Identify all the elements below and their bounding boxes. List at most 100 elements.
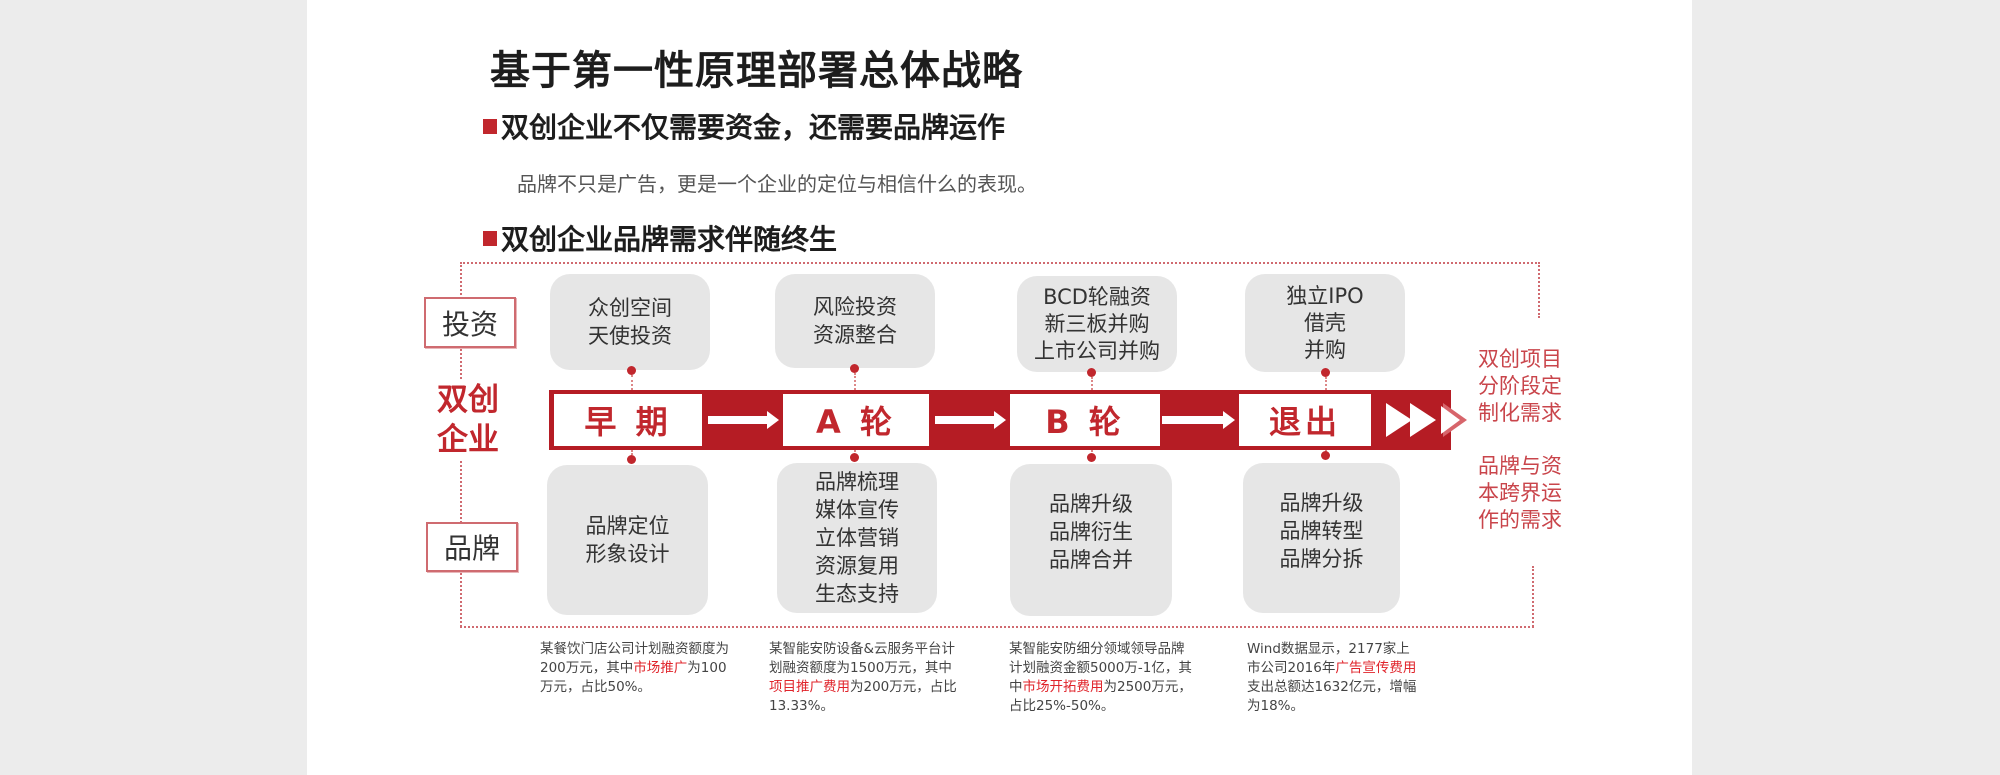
connector-dot: [1087, 453, 1096, 462]
invest-box-exit: 独立IPO 借壳 并购: [1245, 274, 1405, 372]
section-body-text: 品牌不只是广告，更是一个企业的定位与相信什么的表现。: [517, 172, 1037, 196]
brand-box-b-round: 品牌升级 品牌衍生 品牌合并: [1010, 464, 1172, 616]
invest-box-line: 并购: [1304, 337, 1346, 362]
brand-box-line: 品牌合并: [1049, 548, 1133, 572]
invest-box-line: BCD轮融资: [1043, 284, 1151, 309]
note-line: 品牌与资: [1478, 454, 1562, 478]
arrow-right-icon: [1162, 416, 1224, 424]
arrow-head-icon: [767, 411, 779, 429]
brand-box-line: 品牌升级: [1049, 492, 1133, 516]
frame-border-bottom: [460, 626, 1534, 628]
connector-dot: [850, 364, 859, 373]
arrow-head-icon: [994, 411, 1006, 429]
footnote-text: 为100万元，占比50%。: [540, 660, 727, 695]
connector-stem: [1091, 377, 1093, 390]
note-line: 分阶段定: [1478, 374, 1562, 398]
frame-border-right-top: [1538, 262, 1540, 318]
row-label-subject: 双创 企业: [428, 380, 508, 460]
footnote-highlight: 市场开拓费用: [1022, 679, 1104, 695]
invest-box-line: 借壳: [1304, 310, 1346, 335]
invest-box-line: 风险投资: [813, 295, 897, 319]
stage-b-round: B 轮: [1010, 394, 1160, 446]
invest-box-line: 新三板并购: [1044, 311, 1150, 336]
note-line: 制化需求: [1478, 401, 1562, 425]
footnote-b-round: 某智能安防细分领域领导品牌计划融资金额5000万-1亿，其中市场开拓费用为250…: [1009, 640, 1194, 716]
brand-box-line: 形象设计: [585, 542, 670, 566]
subject-line-2: 企业: [437, 422, 499, 458]
footnote-a-round: 某智能安防设备&云服务平台计划融资额度为1500万元，其中项目推广费用为200万…: [769, 640, 959, 716]
connector-dot: [627, 366, 636, 375]
row-label-invest-text: 投资: [441, 307, 498, 341]
footnote-text: 某智能安防设备&云服务平台计划融资额度为1500万元，其中: [769, 641, 956, 676]
page-title: 基于第一性原理部署总体战略: [490, 48, 1023, 94]
footnote-exit: Wind数据显示，2177家上市公司2016年广告宣传费用支出总额达1632亿元…: [1247, 640, 1422, 716]
connector-dot: [1321, 368, 1330, 377]
frame-border-right-bottom: [1532, 566, 1534, 627]
connector-dot: [1321, 451, 1330, 460]
section-heading-2-text: 双创企业品牌需求伴随终生: [501, 223, 838, 256]
brand-box-a-round: 品牌梳理 媒体宣传 立体营销 资源复用 生态支持: [777, 463, 937, 613]
invest-box-a-round: 风险投资 资源整合: [775, 274, 935, 368]
section-heading-1: 双创企业不仅需要资金，还需要品牌运作: [483, 106, 1005, 146]
note-line: 作的需求: [1478, 508, 1562, 532]
bullet-square-icon: [483, 230, 497, 246]
invest-box-line: 天使投资: [588, 324, 672, 348]
fast-forward-icon: [1386, 403, 1412, 437]
stage-label: A 轮: [816, 403, 896, 441]
footnote-highlight: 市场推广: [633, 660, 688, 676]
footnote-text: 为2500万元，占比25%-50%。: [1009, 679, 1192, 714]
brand-box-line: 媒体宣传: [815, 498, 899, 522]
brand-box-line: 品牌定位: [585, 514, 670, 538]
stage-label: 早 期: [584, 403, 672, 441]
connector-stem: [854, 373, 856, 390]
fast-forward-icon: [1410, 403, 1436, 437]
brand-box-line: 品牌升级: [1279, 491, 1364, 515]
stage-a-round: A 轮: [783, 394, 929, 446]
brand-box-line: 资源复用: [815, 554, 899, 578]
right-note-crossover-needs: 品牌与资 本跨界运 作的需求: [1478, 453, 1562, 534]
footnote-highlight: 项目推广费用: [769, 679, 850, 695]
invest-box-early: 众创空间 天使投资: [550, 274, 710, 370]
bullet-square-icon: [483, 118, 497, 134]
footnote-highlight: 广告宣传费用: [1335, 660, 1417, 676]
invest-box-line: 众创空间: [588, 296, 672, 320]
brand-box-line: 品牌衍生: [1049, 520, 1133, 544]
stage-early: 早 期: [554, 394, 702, 446]
stage-exit: 退出: [1239, 394, 1371, 446]
note-line: 本跨界运: [1478, 481, 1562, 505]
row-label-brand-text: 品牌: [443, 532, 500, 565]
stage-label: 退出: [1268, 403, 1341, 441]
arrow-head-icon: [1223, 411, 1235, 429]
arrow-right-icon: [935, 416, 995, 424]
row-label-brand: 品牌: [426, 522, 518, 572]
footnote-text: 某智能安防细分领域领导品牌计划融资金额5000万-1亿，其中: [1009, 641, 1192, 695]
invest-box-line: 资源整合: [813, 323, 897, 347]
brand-box-line: 品牌梳理: [815, 470, 899, 494]
connector-stem: [631, 450, 633, 458]
connector-dot: [850, 453, 859, 462]
subject-line-1: 双创: [437, 382, 499, 418]
invest-box-line: 上市公司并购: [1034, 338, 1160, 363]
frame-border-top: [460, 262, 1540, 264]
footnote-text: 为200万元，占比13.33%。: [769, 679, 957, 714]
arrow-right-icon: [708, 416, 768, 424]
brand-box-line: 立体营销: [815, 526, 899, 550]
brand-box-line: 品牌分拆: [1279, 547, 1364, 571]
note-line: 双创项目: [1478, 347, 1562, 371]
brand-box-exit: 品牌升级 品牌转型 品牌分拆: [1243, 463, 1400, 613]
footnote-text: 支出总额达1632亿元，增幅为18%。: [1247, 679, 1417, 714]
section-heading-2: 双创企业品牌需求伴随终生: [483, 218, 837, 258]
slide-page: [307, 0, 1692, 775]
connector-stem: [631, 375, 633, 390]
footnote-early: 某餐饮门店公司计划融资额度为200万元，其中市场推广为100万元，占比50%。: [540, 640, 730, 697]
footnote-text: Wind数据显示，2177家上市公司2016年: [1247, 641, 1410, 676]
invest-box-b-round: BCD轮融资 新三板并购 上市公司并购: [1017, 276, 1177, 372]
section-heading-1-text: 双创企业不仅需要资金，还需要品牌运作: [501, 111, 1006, 144]
stage-label: B 轮: [1045, 403, 1125, 441]
arrow-outline-inner: [1441, 406, 1460, 434]
brand-box-line: 品牌转型: [1279, 519, 1364, 543]
footnote-text: 某餐饮门店公司计划融资额度为200万元，其中: [540, 641, 729, 676]
invest-box-line: 独立IPO: [1286, 283, 1364, 308]
brand-box-early: 品牌定位 形象设计: [547, 465, 708, 615]
right-note-stage-needs: 双创项目 分阶段定 制化需求: [1478, 346, 1562, 427]
